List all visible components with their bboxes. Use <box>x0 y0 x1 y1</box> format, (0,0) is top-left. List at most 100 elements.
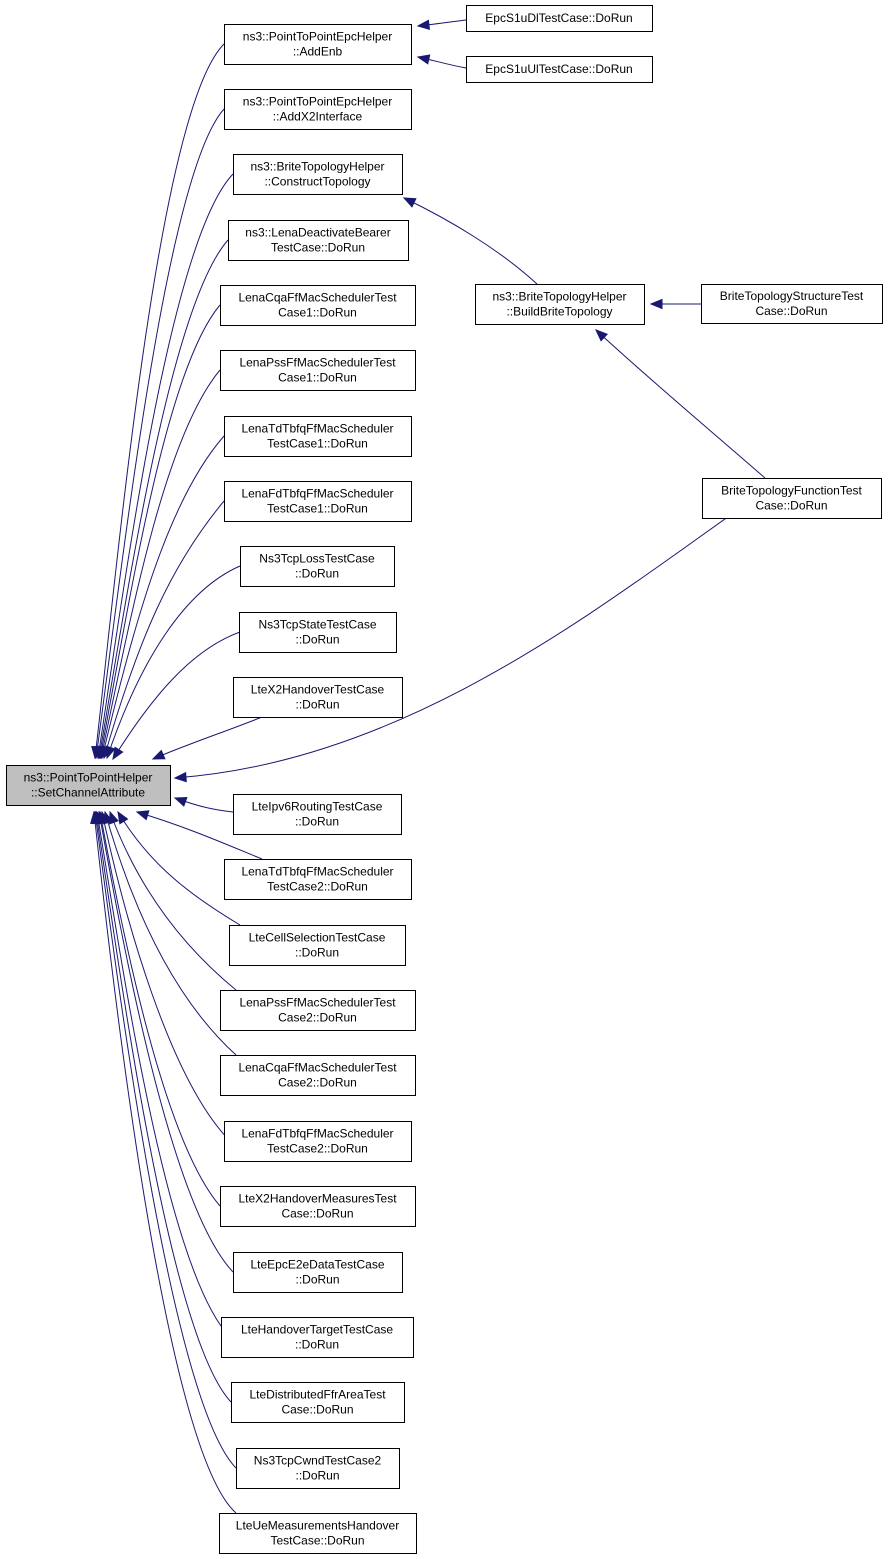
node-label-line: ::BuildBriteTopology <box>506 305 612 319</box>
node-cwnd2[interactable]: Ns3TcpCwndTestCase2::DoRun <box>236 1448 400 1489</box>
node-box <box>224 416 412 457</box>
edge-line <box>106 565 241 759</box>
node-label-line: LteIpv6RoutingTestCase <box>252 800 383 814</box>
edge-line <box>97 173 234 759</box>
node-label-line: EpcS1uUlTestCase::DoRun <box>485 62 632 76</box>
node-box <box>231 1382 405 1423</box>
node-label-line: Case1::DoRun <box>278 306 357 320</box>
node-label-line: ::DoRun <box>295 1273 339 1287</box>
node-root[interactable]: ns3::PointToPointHelper::SetChannelAttri… <box>6 765 171 806</box>
edge-line <box>117 811 241 926</box>
edge-line <box>95 108 225 759</box>
node-label-line: Ns3TcpCwndTestCase2 <box>254 1454 382 1468</box>
node-box <box>220 1186 416 1227</box>
edges-layer <box>90 19 766 1514</box>
edge-line <box>103 500 225 759</box>
edge-britestruct-to-buildbrite <box>649 298 701 310</box>
node-box <box>233 154 403 195</box>
edge-hotarget-to-root <box>93 810 231 1338</box>
edge-cwnd2-to-root <box>91 810 237 1469</box>
arrowhead-icon <box>90 810 101 824</box>
node-label-line: LenaFdTbfqFfMacScheduler <box>241 487 393 501</box>
node-label-line: LenaPssFfMacSchedulerTest <box>239 356 396 370</box>
node-label-line: LenaTdTbfqFfMacScheduler <box>241 865 393 879</box>
node-tcploss[interactable]: Ns3TcpLossTestCase::DoRun <box>240 546 395 587</box>
node-box <box>224 1121 412 1162</box>
edge-cqa1-to-root <box>96 304 221 760</box>
node-cellsel[interactable]: LteCellSelectionTestCase::DoRun <box>229 925 406 966</box>
node-s1udl[interactable]: EpcS1uDlTestCase::DoRun <box>466 5 653 32</box>
node-box <box>466 56 653 83</box>
node-epce2e[interactable]: LteEpcE2eDataTestCase::DoRun <box>233 1252 403 1293</box>
edge-ipv6-to-root <box>173 796 234 813</box>
edge-line <box>98 239 229 759</box>
node-label-line: LenaFdTbfqFfMacScheduler <box>241 1127 393 1141</box>
node-construct[interactable]: ns3::BriteTopologyHelper::ConstructTopol… <box>233 154 403 195</box>
edge-line <box>403 197 538 285</box>
node-label-line: Case2::DoRun <box>278 1011 357 1025</box>
node-box <box>219 1513 417 1554</box>
edge-uemeas-to-root <box>90 810 237 1514</box>
node-label-line: ::DoRun <box>295 1338 339 1352</box>
edge-line <box>112 631 241 760</box>
node-label-line: ns3::LenaDeactivateBearer <box>245 226 390 240</box>
node-box <box>702 478 882 519</box>
edge-line <box>99 811 221 1207</box>
arrowhead-icon <box>105 745 116 760</box>
node-box <box>240 546 395 587</box>
edge-line <box>101 435 225 759</box>
node-buildbrite[interactable]: ns3::BriteTopologyHelper::BuildBriteTopo… <box>475 284 645 325</box>
arrowhead-icon <box>135 810 150 821</box>
node-label-line: ::AddEnb <box>293 45 343 59</box>
edge-line <box>101 811 231 1142</box>
nodes-layer: ns3::PointToPointHelper::SetChannelAttri… <box>6 5 883 1554</box>
node-x2handover[interactable]: LteX2HandoverTestCase::DoRun <box>233 677 403 718</box>
edge-britefunc-to-root <box>173 490 766 783</box>
arrowhead-icon <box>173 796 188 807</box>
edge-tcploss-to-root <box>105 565 241 760</box>
node-label-line: Case1::DoRun <box>278 371 357 385</box>
node-label-line: ::DoRun <box>295 815 339 829</box>
edge-line <box>104 811 237 1056</box>
node-box <box>228 220 409 261</box>
node-label-line: LteX2HandoverTestCase <box>251 683 385 697</box>
node-box <box>466 5 653 32</box>
node-label-line: ::DoRun <box>295 1469 339 1483</box>
node-label-line: ns3::PointToPointHelper <box>24 771 153 785</box>
node-label-line: TestCase2::DoRun <box>267 1142 368 1156</box>
edge-tdtbfq2-to-root <box>135 810 263 860</box>
node-ipv6[interactable]: LteIpv6RoutingTestCase::DoRun <box>233 794 402 835</box>
node-label-line: ns3::PointToPointEpcHelper <box>243 30 392 44</box>
node-box <box>475 284 645 325</box>
node-box <box>221 1317 414 1358</box>
node-addx2[interactable]: ns3::PointToPointEpcHelper::AddX2Interfa… <box>224 89 412 130</box>
edge-line <box>94 43 225 759</box>
node-box <box>224 24 412 65</box>
node-hotarget[interactable]: LteHandoverTargetTestCase::DoRun <box>221 1317 414 1358</box>
node-label-line: ::DoRun <box>295 633 339 647</box>
node-box <box>233 1252 403 1293</box>
node-tcpstate[interactable]: Ns3TcpStateTestCase::DoRun <box>239 612 397 653</box>
node-addenb[interactable]: ns3::PointToPointEpcHelper::AddEnb <box>224 24 412 65</box>
node-label-line: Case::DoRun <box>281 1403 353 1417</box>
node-label-line: BriteTopologyStructureTest <box>720 289 864 303</box>
node-box <box>220 990 416 1031</box>
edge-epce2e-to-root <box>95 810 234 1273</box>
node-s1uul[interactable]: EpcS1uUlTestCase::DoRun <box>466 56 653 83</box>
node-label-line: ::DoRun <box>295 946 339 960</box>
